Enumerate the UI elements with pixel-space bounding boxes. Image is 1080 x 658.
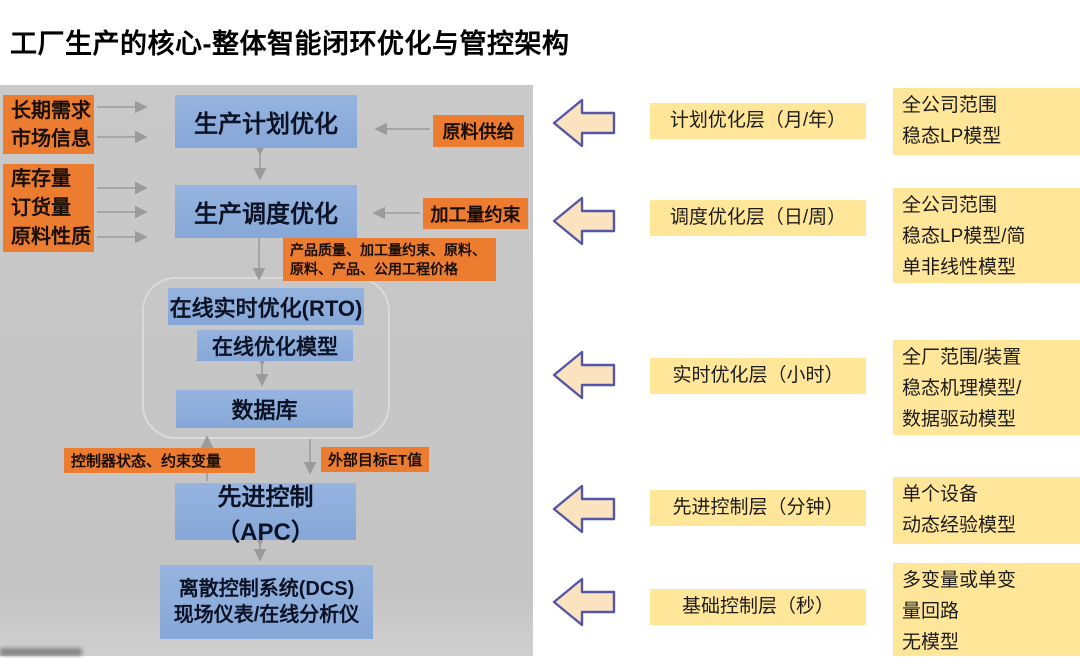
box-rto: 在线实时优化(RTO) — [168, 288, 364, 325]
box-production-planning: 生产计划优化 — [175, 95, 357, 148]
layer-label-planning: 计划优化层（月/年） — [650, 103, 866, 139]
label-raw-material-supply: 原料供给 — [433, 115, 524, 147]
layer-label-apc: 先进控制层（分钟） — [650, 490, 866, 526]
layer-label-scheduling: 调度优化层（日/周） — [650, 200, 866, 236]
label-prices: 产品质量、加工量约束、原料、 原料、产品、公用工程价格 — [283, 238, 496, 281]
input-box-inventory: 库存量 订货量 原料性质 — [3, 164, 94, 252]
left-block-arrow-icon — [552, 484, 616, 534]
layer-label-rto: 实时优化层（小时） — [650, 358, 866, 394]
box-production-scheduling: 生产调度优化 — [175, 185, 357, 238]
page-title: 工厂生产的核心-整体智能闭环优化与管控架构 — [10, 29, 570, 59]
label-controller-state: 控制器状态、约束变量 — [64, 448, 255, 473]
rto-group-outline — [142, 277, 390, 439]
watermark-smudge — [0, 648, 82, 656]
layer-scope-apc: 单个设备 动态经验模型 — [893, 477, 1080, 544]
left-block-arrow-icon — [552, 196, 616, 246]
box-dcs: 离散控制系统(DCS) 现场仪表/在线分析仪 — [160, 565, 373, 639]
left-block-arrow-icon — [552, 98, 616, 148]
layer-scope-planning: 全公司范围 稳态LP模型 — [893, 88, 1080, 155]
layer-label-basic-control: 基础控制层（秒） — [650, 589, 866, 625]
label-external-target: 外部目标ET值 — [321, 447, 429, 472]
box-apc: 先进控制（APC） — [175, 483, 356, 546]
layer-scope-basic-control: 多变量或单变 量回路 无模型 — [893, 563, 1080, 656]
layer-scope-scheduling: 全公司范围 稳态LP模型/简 单非线性模型 — [893, 188, 1080, 283]
layer-scope-rto: 全厂范围/装置 稳态机理模型/ 数据驱动模型 — [893, 340, 1080, 435]
box-database: 数据库 — [176, 390, 353, 428]
input-box-market-demand: 长期需求 市场信息 — [3, 95, 94, 154]
left-block-arrow-icon — [552, 577, 616, 627]
left-block-arrow-icon — [552, 350, 616, 400]
box-online-optimization-model: 在线优化模型 — [197, 330, 353, 361]
label-throughput-constraint: 加工量约束 — [423, 198, 528, 229]
